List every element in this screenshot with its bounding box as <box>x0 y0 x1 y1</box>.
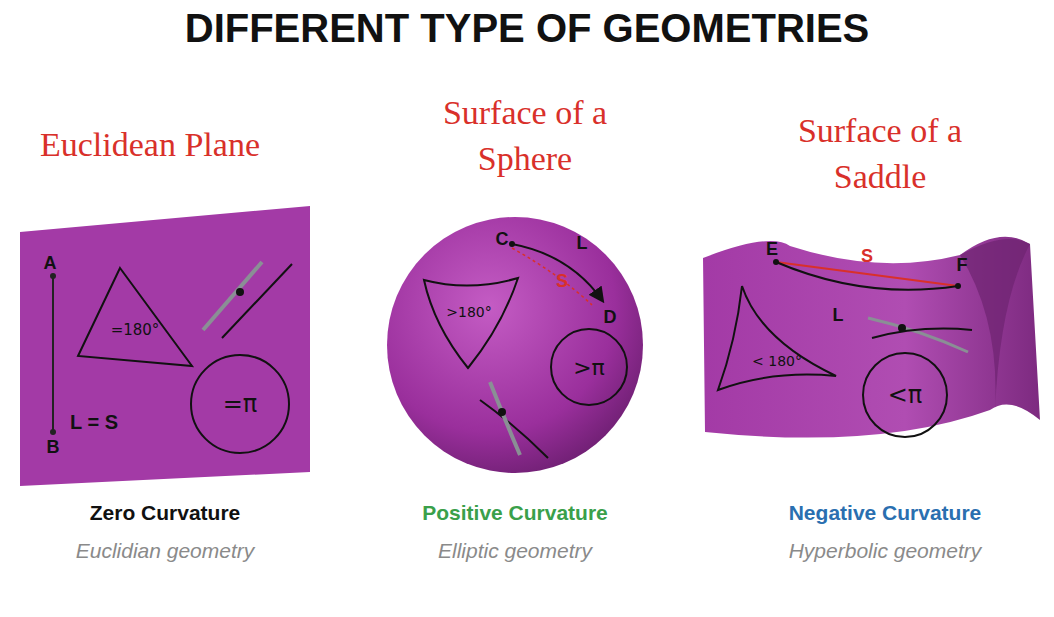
point-label: C <box>490 228 514 250</box>
circle-ratio: <π <box>862 352 948 438</box>
node-text: < 180° <box>752 353 802 369</box>
panel-heading: Surface of a Sphere <box>400 90 650 182</box>
circle-ratio: =π <box>190 354 290 454</box>
node-text: =π <box>223 390 258 418</box>
sphere-surface <box>387 217 643 473</box>
panel-heading: Euclidean Plane <box>40 122 270 168</box>
saddle-surface <box>703 237 1040 438</box>
length-label: L <box>570 232 594 254</box>
length-label: S <box>855 245 879 267</box>
point <box>509 241 515 247</box>
segment-ab <box>52 276 54 432</box>
plane-surface <box>20 206 310 486</box>
geometry-caption: Euclidian geometry <box>20 538 310 563</box>
curvature-caption: Zero Curvature <box>20 500 310 525</box>
parallel-line <box>222 264 292 338</box>
point-label: A <box>38 252 62 274</box>
triangle-outline <box>410 270 528 374</box>
length-label: S <box>550 270 574 292</box>
node-text: =180° <box>111 321 160 339</box>
circle-ratio: >π <box>550 328 628 406</box>
panel-heading: Surface of a Saddle <box>755 108 1005 200</box>
node-text: >180° <box>446 304 491 320</box>
dashed-arc <box>512 248 592 305</box>
geometry-caption: Hyperbolic geometry <box>730 538 1040 563</box>
geometry-caption: Elliptic geometry <box>360 538 670 563</box>
curvature-caption: Positive Curvature <box>360 500 670 525</box>
length-label: L <box>826 304 850 326</box>
point <box>773 259 779 265</box>
saddle-fold <box>960 239 1030 410</box>
geodesic-curve <box>776 262 958 290</box>
point <box>50 273 56 279</box>
point-label: B <box>41 436 65 458</box>
point-label: F <box>950 254 974 276</box>
crossing-line <box>480 400 548 458</box>
point-label: E <box>760 238 784 260</box>
length-label: L = S <box>70 410 140 434</box>
geodesic-arc <box>512 244 602 300</box>
curvature-caption: Negative Curvature <box>730 500 1040 525</box>
angle-triangle: < 180° <box>712 280 842 398</box>
node-text: >π <box>573 355 605 380</box>
parallel-line <box>203 262 262 330</box>
angle-triangle: >180° <box>410 270 528 374</box>
diagram-title: DIFFERENT TYPE OF GEOMETRIES <box>0 6 1054 51</box>
triangle-outline <box>712 280 842 398</box>
point <box>50 429 56 435</box>
point <box>898 324 906 332</box>
point <box>498 408 506 416</box>
point-label: D <box>598 306 622 328</box>
crossing-line <box>872 329 972 338</box>
angle-triangle: =180° <box>72 262 198 374</box>
triangle-outline <box>72 262 198 374</box>
point <box>955 283 961 289</box>
node-text: <π <box>888 381 923 409</box>
crossing-line <box>490 382 520 455</box>
point <box>236 288 244 296</box>
